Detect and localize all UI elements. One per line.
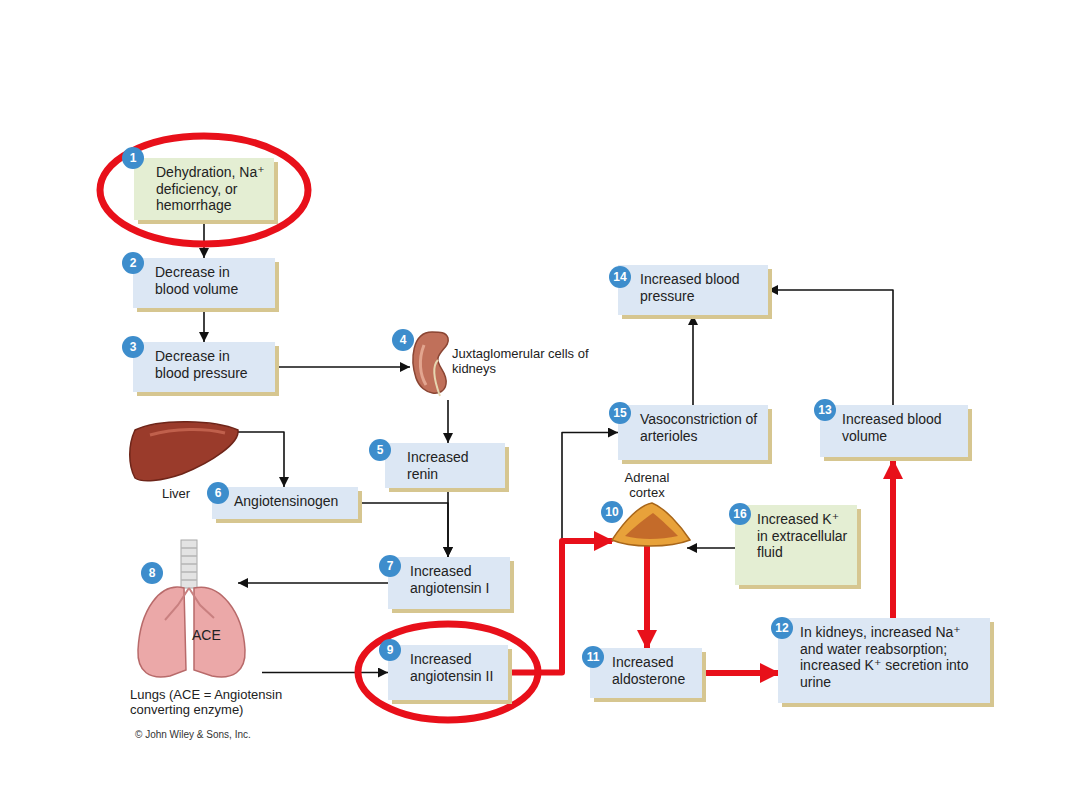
trachea xyxy=(181,540,197,588)
box-text: Increased angiotensin II xyxy=(410,651,500,684)
box-text: In kidneys, increased Na⁺ and water reab… xyxy=(800,624,982,690)
connector-arrow xyxy=(238,582,388,584)
adrenal-medulla xyxy=(625,513,678,539)
process-box: Increased blood pressure xyxy=(618,265,768,315)
trachea-rings xyxy=(181,548,197,580)
highlight-ellipse xyxy=(358,624,538,720)
liver-shape xyxy=(130,422,238,481)
box-text: Decrease in blood pressure xyxy=(155,348,267,381)
box-text: Increased blood pressure xyxy=(640,271,760,304)
process-box: Decrease in blood volume xyxy=(133,258,275,308)
adrenal-illustration xyxy=(612,503,690,546)
callout-number: 1 xyxy=(122,147,144,169)
box-text: Angiotensinogen xyxy=(234,493,350,510)
process-box: Increased blood volume xyxy=(820,405,968,457)
organ-node: ACE Lungs (ACE = Angiotensin converting e… xyxy=(130,535,340,725)
process-box: Increased aldosterone xyxy=(590,648,702,698)
process-box: Increased angiotensin II xyxy=(388,645,508,700)
ureter xyxy=(434,360,440,396)
bronchi xyxy=(165,588,214,620)
connector-arrow xyxy=(234,432,284,487)
organ-label: Adrenal cortex xyxy=(615,470,679,501)
connector-arrow xyxy=(203,220,205,258)
connector-arrow xyxy=(262,672,388,674)
callout-number: 2 xyxy=(122,252,144,274)
connector-arrow xyxy=(447,488,449,557)
organ-node: Juxtaglomerular cells of kidneys xyxy=(410,330,595,400)
callout-number: 7 xyxy=(379,555,401,577)
box-text: Increased blood volume xyxy=(842,411,960,444)
highlight-arrow xyxy=(890,461,896,618)
lungs-illustration xyxy=(138,540,245,677)
process-box: Increased angiotensin I xyxy=(388,557,510,609)
liver-illustration xyxy=(130,422,238,481)
callout-number: 9 xyxy=(379,639,401,661)
callout-number: 4 xyxy=(392,329,414,351)
highlight-arrow xyxy=(508,541,612,673)
callout-number: 13 xyxy=(814,399,836,421)
highlight-arrow xyxy=(706,670,778,676)
connector-arrow xyxy=(203,308,205,342)
connector-arrow xyxy=(275,366,410,368)
process-box: Increased renin xyxy=(385,443,505,488)
callout-number: 6 xyxy=(207,482,229,504)
box-text: Vasoconstriction of arterioles xyxy=(640,411,760,444)
callout-number: 3 xyxy=(122,336,144,358)
connector-arrow xyxy=(687,547,735,549)
left-lung xyxy=(138,587,186,677)
process-box: Vasoconstriction of arterioles xyxy=(618,405,768,460)
process-box: Angiotensinogen xyxy=(212,487,358,519)
callout-number: 12 xyxy=(771,617,793,639)
callout-number: 10 xyxy=(601,501,623,523)
box-text: Decrease in blood volume xyxy=(155,264,267,297)
process-box: Decrease in blood pressure xyxy=(133,342,275,392)
highlight-ellipse xyxy=(100,136,308,244)
organ-label: Juxtaglomerular cells of kidneys xyxy=(452,346,595,377)
process-box: In kidneys, increased Na⁺ and water reab… xyxy=(778,618,990,703)
kidney-illustration xyxy=(413,332,448,396)
connector-arrow xyxy=(768,290,893,405)
callout-number: 11 xyxy=(582,646,604,668)
highlight-arrow xyxy=(644,546,650,648)
kidney-shape xyxy=(413,332,448,393)
callout-number: 5 xyxy=(369,439,391,461)
condition-box: Increased K⁺ in extracellular fluid xyxy=(735,505,857,585)
liver-highlight xyxy=(150,429,225,435)
callout-number: 8 xyxy=(141,562,163,584)
connector-arrow xyxy=(358,503,448,557)
box-text: Dehydration, Na⁺ deficiency, or hemorrha… xyxy=(156,164,266,214)
adrenal-shape xyxy=(612,503,690,546)
connector-arrow xyxy=(447,400,449,443)
box-text: Increased aldosterone xyxy=(612,654,694,687)
callout-number: 15 xyxy=(609,402,631,424)
copyright-note: © John Wiley & Sons, Inc. xyxy=(135,729,251,740)
condition-box: Dehydration, Na⁺ deficiency, or hemorrha… xyxy=(134,158,274,220)
organ-label: ACE xyxy=(192,627,221,644)
organ-label: Lungs (ACE = Angiotensin converting enzy… xyxy=(130,687,340,718)
connector-arrow xyxy=(508,433,618,673)
connector-arrow xyxy=(692,315,694,405)
box-text: Increased K⁺ in extracellular fluid xyxy=(757,511,849,561)
box-text: Increased renin xyxy=(407,449,497,482)
callout-number: 14 xyxy=(609,266,631,288)
organ-label: Liver xyxy=(162,486,190,501)
box-text: Increased angiotensin I xyxy=(410,563,502,596)
kidney-highlight xyxy=(420,345,426,385)
callout-number: 16 xyxy=(729,503,751,525)
